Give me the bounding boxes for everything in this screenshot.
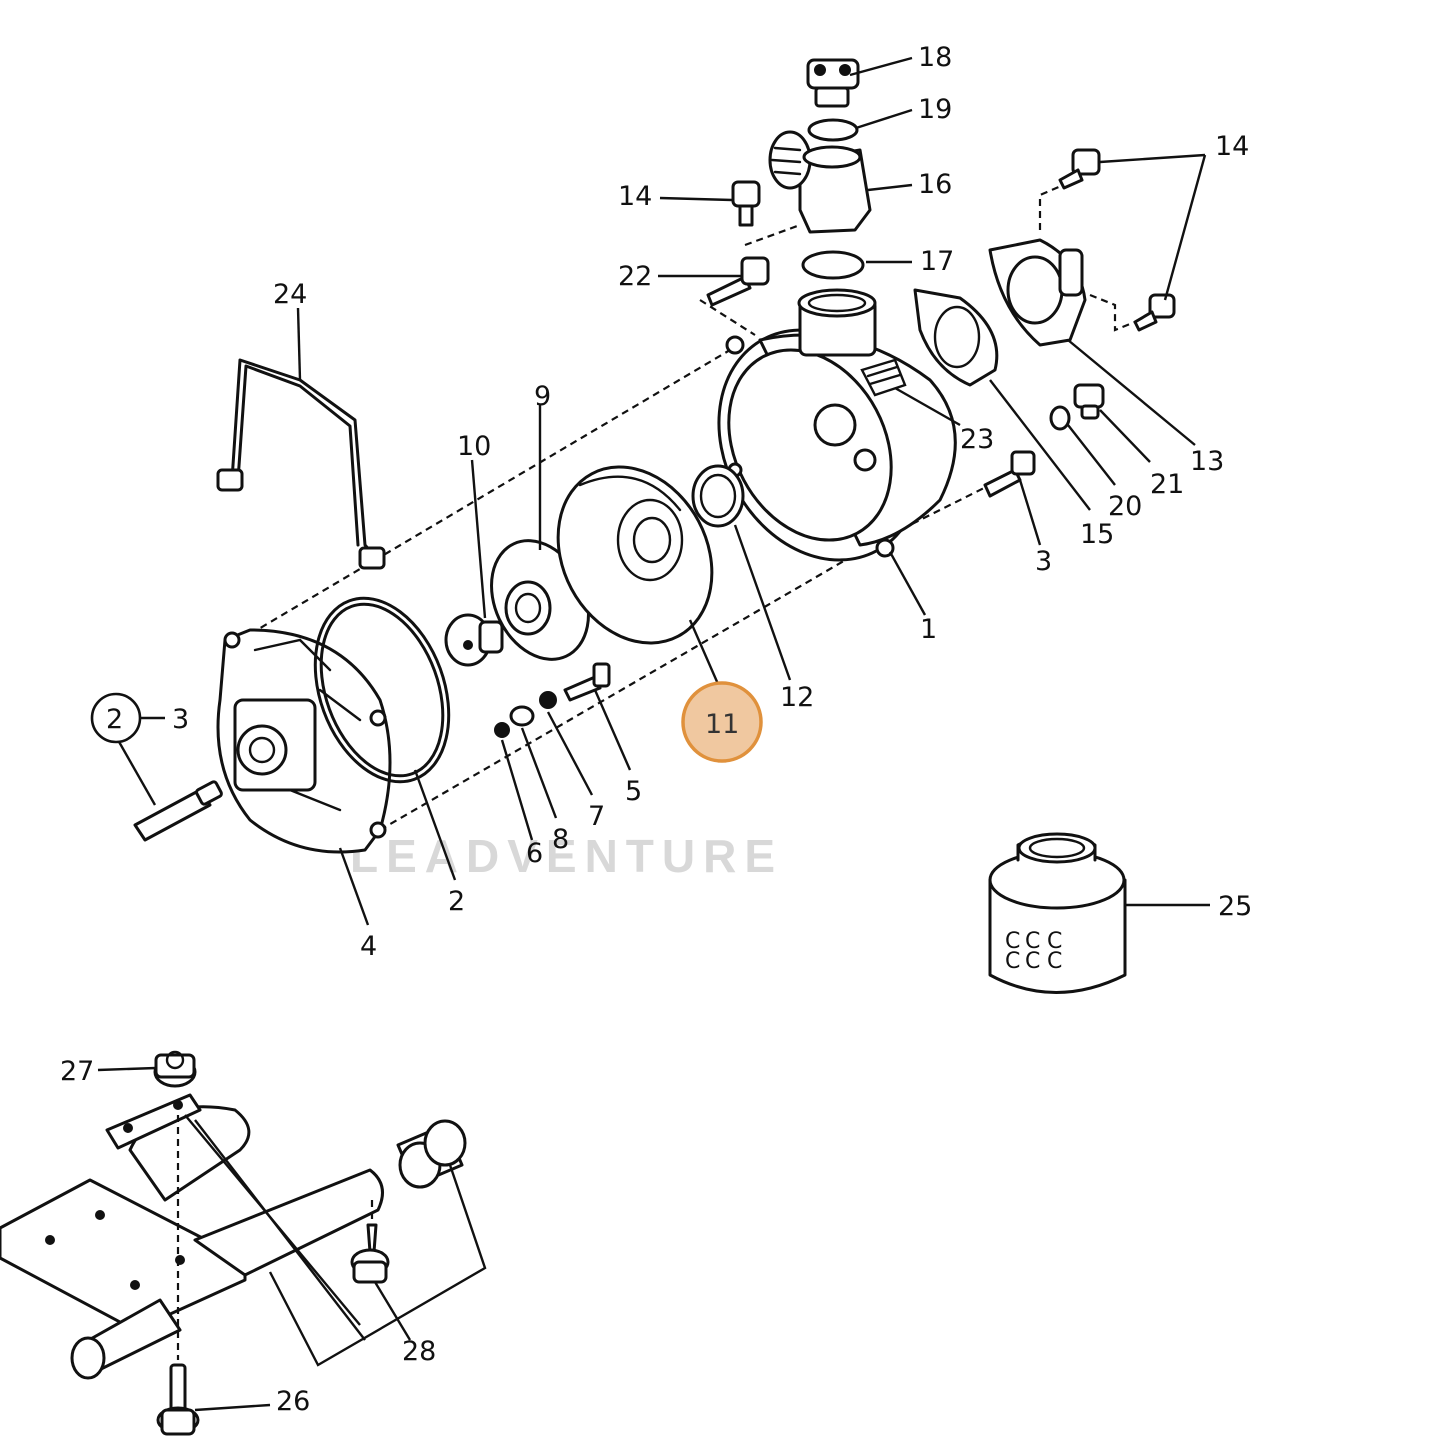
callout-27[interactable]: 27 [60, 1056, 94, 1087]
highlight-marker [681, 681, 763, 763]
callout-1[interactable]: 1 [920, 614, 937, 645]
callout-5[interactable]: 5 [625, 776, 642, 807]
housing-bolt-top [706, 256, 770, 307]
callout-labels: 18 19 14 16 14 17 22 24 9 10 23 13 21 20… [60, 42, 1252, 1417]
callout-28[interactable]: 28 [402, 1336, 436, 1367]
callout-3-left[interactable]: 3 [172, 704, 189, 735]
flange-bolt-lower [1133, 293, 1176, 332]
fastener-set [494, 662, 611, 738]
callout-16[interactable]: 16 [918, 169, 952, 200]
filler-cap [806, 58, 860, 108]
callout-circle [90, 692, 142, 744]
flange-gasket [913, 288, 999, 387]
callout-14-top-left[interactable]: 14 [618, 181, 652, 212]
watermark: LEADVENTURE [350, 830, 783, 882]
callout-20[interactable]: 20 [1108, 491, 1142, 522]
callout-8[interactable]: 8 [552, 824, 569, 855]
suction-strainer: C C C C C C [988, 832, 1127, 994]
fitting-o-ring [801, 250, 865, 280]
callout-6[interactable]: 6 [526, 838, 543, 869]
pump-assembly [133, 58, 1176, 854]
callout-4[interactable]: 4 [360, 931, 377, 962]
callout-18[interactable]: 18 [918, 42, 952, 73]
frame-stud [350, 1223, 390, 1284]
callout-24[interactable]: 24 [273, 279, 307, 310]
callout-23[interactable]: 23 [960, 424, 994, 455]
impeller-volute [556, 465, 714, 645]
callout-15[interactable]: 15 [1080, 519, 1114, 550]
callout-14-top-right[interactable]: 14 [1215, 131, 1249, 162]
callout-3-right[interactable]: 3 [1035, 546, 1052, 577]
callout-2-circled[interactable]: 2 [106, 704, 123, 735]
leader-lines [97, 56, 1210, 1412]
large-o-ring [313, 596, 451, 784]
svg-text:C: C [1047, 929, 1062, 954]
cap-o-ring [807, 118, 859, 142]
callout-11[interactable]: 11 [705, 709, 739, 740]
callout-7[interactable]: 7 [588, 801, 605, 832]
plug-washer [1049, 405, 1071, 431]
base-frame [0, 1050, 487, 1436]
svg-text:C: C [1025, 929, 1040, 954]
svg-text:C: C [1025, 949, 1040, 974]
frame-bolt [156, 1363, 200, 1436]
drain-plug [444, 613, 504, 667]
seal-ring [691, 464, 745, 528]
pump-housing [717, 288, 957, 562]
callout-10[interactable]: 10 [457, 431, 491, 462]
callout-22[interactable]: 22 [618, 261, 652, 292]
callout-12[interactable]: 12 [780, 682, 814, 713]
rear-bracket [216, 628, 392, 854]
frame-sleeve [396, 1119, 467, 1189]
svg-text:C: C [1005, 949, 1020, 974]
svg-text:C: C [1005, 929, 1020, 954]
callout-13[interactable]: 13 [1190, 446, 1224, 477]
flange-bolt-upper [1058, 148, 1101, 190]
callout-17[interactable]: 17 [920, 246, 954, 277]
svg-text:C: C [1047, 949, 1062, 974]
callout-25[interactable]: 25 [1218, 891, 1252, 922]
callout-19[interactable]: 19 [918, 94, 952, 125]
suction-flange [988, 238, 1087, 347]
fitting-bolt [731, 180, 761, 227]
flange-plug [1073, 383, 1105, 420]
shaft-pin [133, 780, 223, 842]
elbow-fitting [768, 130, 872, 234]
callout-2[interactable]: 2 [448, 886, 465, 917]
callout-26[interactable]: 26 [276, 1386, 310, 1417]
housing-bolt [983, 450, 1036, 498]
callout-9[interactable]: 9 [534, 381, 551, 412]
clamp-plate [105, 1093, 202, 1150]
frame-nut [153, 1050, 197, 1088]
callout-21[interactable]: 21 [1150, 469, 1184, 500]
